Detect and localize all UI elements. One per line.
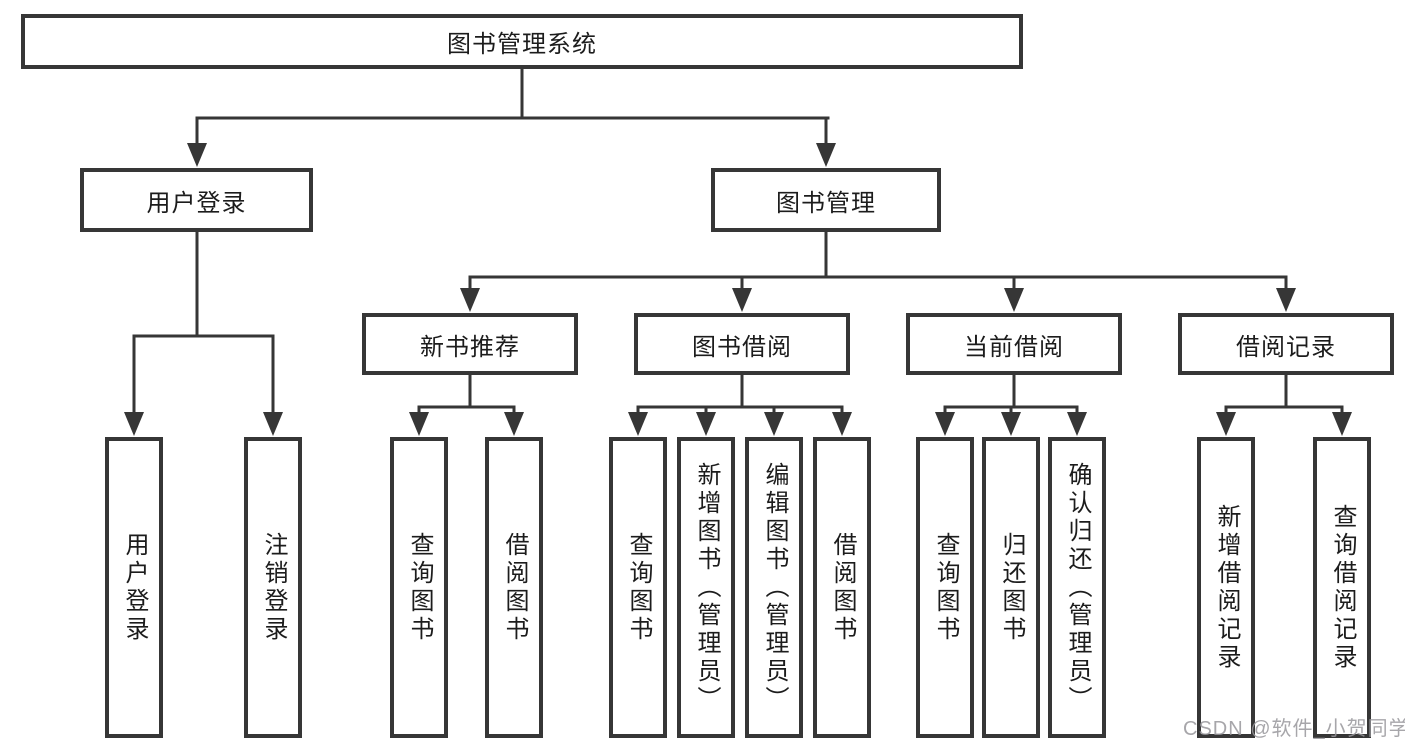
leaf-nb-query-books: 查询图书 <box>390 437 448 738</box>
leaf-bb-edit-books-admin: 编辑图书（管理员） <box>745 437 803 738</box>
leaf-nb-borrow-books: 借阅图书 <box>485 437 543 738</box>
leaf-cb-return-books: 归还图书 <box>982 437 1040 738</box>
leaf-bb-add-books-admin: 新增图书（管理员） <box>677 437 735 738</box>
arrowheads <box>124 143 1352 436</box>
node-borrow-records-label: 借阅记录 <box>1236 333 1336 361</box>
leaf-br-add-record: 新增借阅记录 <box>1197 437 1255 738</box>
csdn-watermark: CSDN @软件_小贺同学 <box>1183 718 1405 740</box>
node-new-book-recommend-label: 新书推荐 <box>420 333 520 361</box>
node-root-label: 图书管理系统 <box>447 31 597 58</box>
connector-stems <box>132 65 1344 433</box>
node-current-borrow-label: 当前借阅 <box>964 333 1064 361</box>
node-book-borrow-label: 图书借阅 <box>692 333 792 361</box>
leaf-bb-borrow-books: 借阅图书 <box>813 437 871 738</box>
node-book-management: 图书管理 <box>711 168 941 232</box>
leaf-br-add-record-label: 新增借阅记录 <box>1213 503 1240 672</box>
node-borrow-records: 借阅记录 <box>1178 313 1394 375</box>
node-new-book-recommend: 新书推荐 <box>362 313 578 375</box>
leaf-user-login-label: 用户登录 <box>121 531 148 644</box>
node-user-login: 用户登录 <box>80 168 313 232</box>
leaf-cb-confirm-return-admin-label: 确认归还（管理员） <box>1064 461 1091 714</box>
node-book-management-label: 图书管理 <box>776 189 876 217</box>
leaf-logout-login: 注销登录 <box>244 437 302 738</box>
leaf-nb-borrow-books-label: 借阅图书 <box>501 531 528 644</box>
leaf-cb-query-books: 查询图书 <box>916 437 974 738</box>
leaf-cb-query-books-label: 查询图书 <box>932 531 959 644</box>
leaf-bb-query-books-label: 查询图书 <box>625 531 652 644</box>
node-current-borrow: 当前借阅 <box>906 313 1122 375</box>
leaf-br-query-record: 查询借阅记录 <box>1313 437 1371 738</box>
leaf-br-query-record-label: 查询借阅记录 <box>1329 503 1356 672</box>
leaf-bb-borrow-books-label: 借阅图书 <box>829 531 856 644</box>
leaf-bb-edit-books-admin-label: 编辑图书（管理员） <box>761 461 788 714</box>
leaf-nb-query-books-label: 查询图书 <box>406 531 433 644</box>
leaf-user-login: 用户登录 <box>105 437 163 738</box>
leaf-cb-return-books-label: 归还图书 <box>998 531 1025 644</box>
leaf-bb-add-books-admin-label: 新增图书（管理员） <box>693 461 720 714</box>
leaf-bb-query-books: 查询图书 <box>609 437 667 738</box>
leaf-logout-login-label: 注销登录 <box>260 531 287 644</box>
node-user-login-label: 用户登录 <box>146 189 247 217</box>
node-root: 图书管理系统 <box>21 14 1023 69</box>
leaf-cb-confirm-return-admin: 确认归还（管理员） <box>1048 437 1106 738</box>
node-book-borrow: 图书借阅 <box>634 313 850 375</box>
